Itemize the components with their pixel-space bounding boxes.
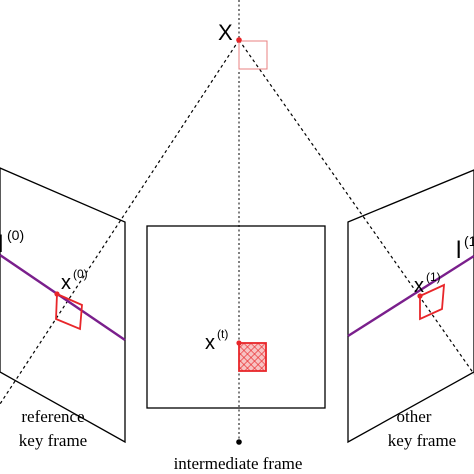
intermediate-point-marker	[236, 340, 242, 346]
other-caption-line2: key frame	[388, 431, 456, 450]
reference-point-marker	[54, 291, 60, 297]
reference-line-label: l	[0, 231, 3, 258]
other-line-label: l	[456, 237, 461, 264]
epipolar-line-other	[347, 254, 474, 338]
other-point-marker	[417, 293, 423, 299]
ray-to-reference-frame	[0, 39, 240, 405]
other-point-label: x	[414, 275, 424, 297]
reference-caption-line1: reference	[21, 407, 84, 426]
reference-point-label: x	[61, 272, 71, 294]
reference-line-superscript: (0)	[7, 227, 24, 243]
intermediate-caption: intermediate frame	[174, 454, 303, 473]
other-point-superscript: (1)	[426, 270, 441, 284]
reference-frame-plane	[0, 167, 126, 444]
intermediate-frame-plane	[146, 225, 326, 409]
intermediate-camera-center	[236, 439, 242, 445]
other-line-superscript: (1	[464, 233, 474, 249]
intermediate-point-label: x	[205, 332, 215, 354]
ray-to-other-frame	[238, 39, 474, 375]
intermediate-point-superscript: (t)	[217, 327, 228, 341]
other-caption-line1: other	[397, 407, 432, 426]
reference-caption-line2: key frame	[19, 431, 87, 450]
world-point-marker	[236, 37, 242, 43]
reference-point-superscript: (0)	[73, 267, 88, 281]
other-frame-plane	[347, 169, 474, 444]
world-point-patch	[238, 40, 268, 70]
reference-patch	[55, 292, 83, 331]
world-point-label: X	[218, 20, 233, 45]
epipolar-line-reference	[0, 254, 126, 341]
intermediate-patch	[238, 342, 267, 372]
other-patch	[419, 283, 446, 321]
